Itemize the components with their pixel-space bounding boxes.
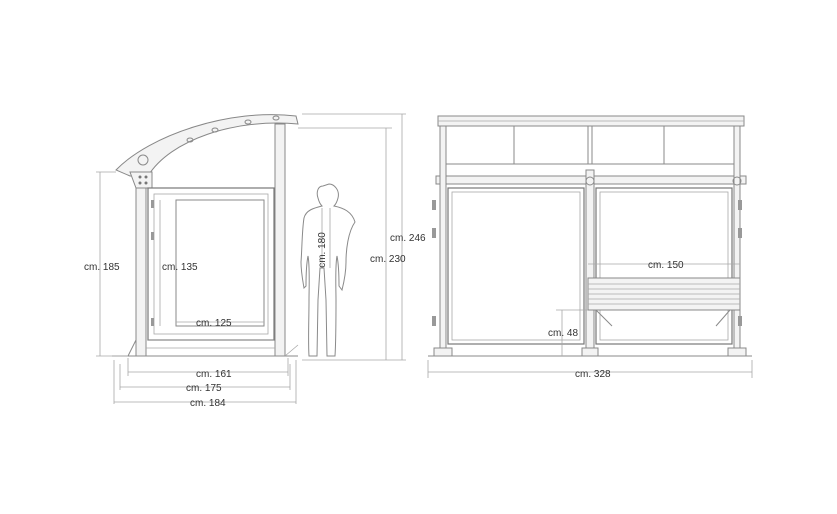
side-right-post — [274, 123, 286, 357]
roof-bracket — [129, 171, 153, 189]
dim-label-person: cm. 180 — [317, 232, 328, 268]
dim-label-175: cm. 175 — [186, 383, 222, 394]
side-view — [112, 114, 299, 357]
height-dimensions — [298, 113, 406, 361]
front-view — [428, 115, 752, 357]
front-post-left — [439, 125, 447, 357]
side-panel-mid — [153, 193, 269, 335]
front-dimensions — [427, 263, 753, 378]
front-panel-right — [595, 187, 733, 345]
bench — [587, 277, 741, 327]
roof-hole — [211, 127, 219, 133]
dim-label-150: cm. 150 — [648, 260, 684, 271]
roof-hole — [137, 154, 149, 166]
dim-label-185: cm. 185 — [84, 262, 120, 273]
dim-label-246: cm. 246 — [390, 233, 426, 244]
bolt — [144, 181, 148, 185]
front-panel-left — [447, 187, 585, 345]
dim-label-48: cm. 48 — [548, 328, 578, 339]
roof-hole — [244, 119, 252, 125]
hinge — [151, 232, 154, 240]
person-silhouette — [300, 183, 356, 357]
dim-label-135: cm. 135 — [162, 262, 198, 273]
front-post-mid — [585, 169, 595, 357]
bolt — [144, 175, 148, 179]
dim-label-230: cm. 230 — [370, 254, 406, 265]
dim-label-184: cm. 184 — [190, 398, 226, 409]
bolt — [138, 181, 142, 185]
dim-label-125: cm. 125 — [196, 318, 232, 329]
dim-label-328: cm. 328 — [575, 369, 611, 380]
roof-hole — [272, 115, 280, 121]
hinge — [151, 318, 154, 326]
dim-label-161: cm. 161 — [196, 369, 232, 380]
side-left-post — [135, 187, 147, 357]
hinge — [151, 200, 154, 208]
side-roof — [115, 114, 299, 177]
roof-hole — [186, 137, 194, 143]
bolt — [138, 175, 142, 179]
side-dimensions — [96, 171, 297, 404]
side-panel-inner — [175, 199, 265, 327]
